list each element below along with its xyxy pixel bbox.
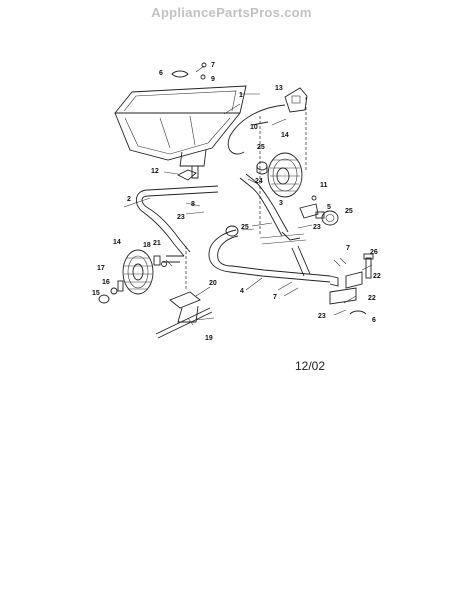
callout-13: 13 xyxy=(275,85,283,92)
right-wheel xyxy=(267,152,303,198)
callout-23-right: 23 xyxy=(313,224,321,231)
clips xyxy=(171,70,367,315)
frame-tube-left xyxy=(136,185,219,267)
callout-15: 15 xyxy=(92,290,100,297)
callout-14-upper: 14 xyxy=(281,132,289,139)
callout-labels: 1 2 3 4 5 6 6 7 7 7 8 9 10 11 12 13 14 1… xyxy=(92,62,381,342)
callout-20: 20 xyxy=(209,280,217,287)
axle-tube xyxy=(208,229,339,287)
callout-7-lower: 7 xyxy=(273,294,277,301)
gearbox xyxy=(155,291,215,339)
callout-24: 24 xyxy=(255,178,263,185)
bolt xyxy=(363,253,374,279)
diagram-date-code: 12/02 xyxy=(295,359,326,373)
callout-1: 1 xyxy=(239,92,243,99)
callout-12: 12 xyxy=(151,168,159,175)
callout-14-lower: 14 xyxy=(113,239,121,246)
callout-3: 3 xyxy=(279,200,283,207)
callout-25-right: 25 xyxy=(345,208,353,215)
wheel-stay xyxy=(329,264,373,305)
pins xyxy=(195,62,347,297)
cap-middle xyxy=(225,225,239,237)
callout-22-upper: 22 xyxy=(373,273,381,280)
hub-parts xyxy=(98,255,167,304)
left-wheel xyxy=(122,249,154,295)
callout-5: 5 xyxy=(327,204,331,211)
callout-23-bottom: 23 xyxy=(318,313,326,320)
hopper xyxy=(114,85,260,179)
cap-upper xyxy=(256,161,268,175)
callout-7-right: 7 xyxy=(346,245,350,252)
callout-6-top: 6 xyxy=(159,70,163,77)
frame-tube-right xyxy=(239,173,307,245)
callout-8: 8 xyxy=(191,201,195,208)
callout-19: 19 xyxy=(205,335,213,342)
callout-17: 17 xyxy=(97,265,105,272)
callout-18: 18 xyxy=(143,242,151,249)
leader-lines xyxy=(123,103,357,326)
callout-21: 21 xyxy=(153,240,161,247)
callout-4: 4 xyxy=(240,288,244,295)
callout-10: 10 xyxy=(250,124,258,131)
callout-25-middle: 25 xyxy=(241,224,249,231)
site-watermark-title: AppliancePartsPros.com xyxy=(151,5,312,20)
callout-16: 16 xyxy=(102,279,110,286)
callout-23-left: 23 xyxy=(177,214,185,221)
side-bracket xyxy=(299,195,339,226)
callout-22-lower: 22 xyxy=(368,295,376,302)
callout-25-upper: 25 xyxy=(257,144,265,151)
callout-7-top: 7 xyxy=(211,62,215,69)
callout-6-bottom: 6 xyxy=(372,317,376,324)
callout-9: 9 xyxy=(211,76,215,83)
callout-11: 11 xyxy=(320,182,328,189)
callout-2: 2 xyxy=(127,196,131,203)
agitator xyxy=(163,169,197,181)
callout-26: 26 xyxy=(370,249,378,256)
